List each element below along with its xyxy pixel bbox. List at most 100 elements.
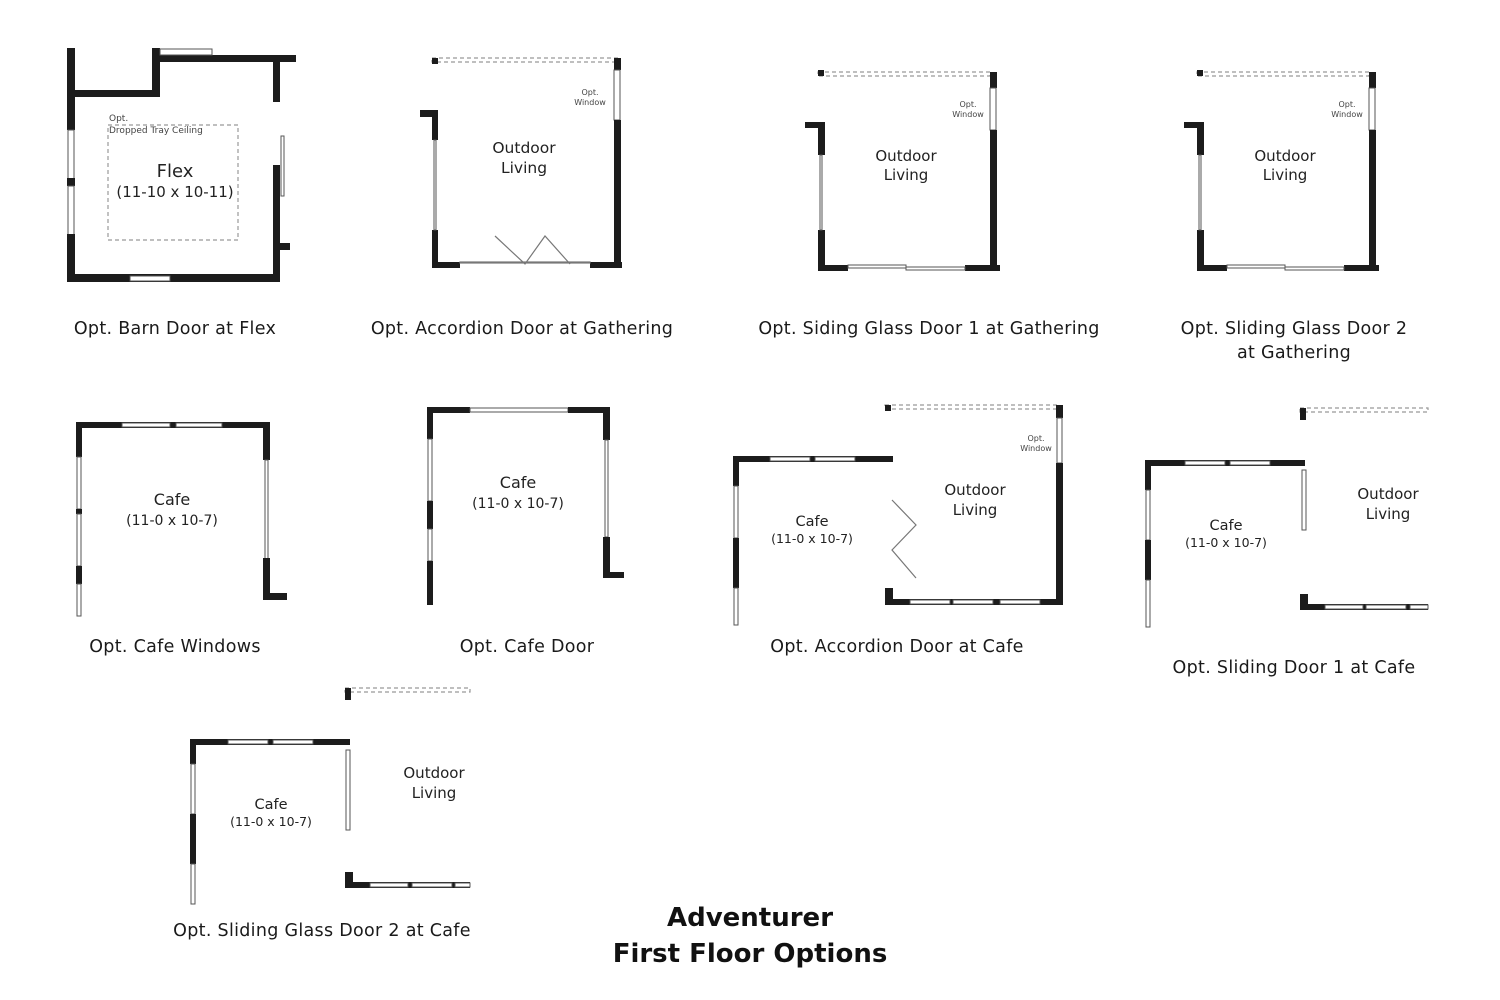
plan-accordion-cafe: Opt. Window Cafe (11-0 x 10-7) Outdoor L… [770,434,1052,657]
wall [190,739,196,764]
wall [1056,463,1063,605]
wall [1145,460,1151,490]
optional-area-outline [1196,71,1370,77]
tray-ceiling-outline [107,124,239,241]
wall [733,456,893,462]
window [1409,604,1429,610]
window [1324,604,1364,610]
plan-barn-door-flex: Opt. Dropped Tray Ceiling Flex (11-10 x … [74,114,276,339]
wall [345,688,351,700]
room-dims: (11-10 x 10-11) [116,183,233,201]
plan-sliding-2-gathering: Opt. Window Outdoor Living Opt. Sliding … [1181,100,1407,363]
room-dims: (11-0 x 10-7) [771,531,853,546]
wall [805,122,825,128]
window [454,882,471,888]
wall [1300,408,1306,420]
room-name: Flex [157,161,194,182]
wall [614,58,621,70]
window [1365,604,1407,610]
window [280,135,285,197]
wall [990,72,997,88]
wall [1300,604,1428,610]
door-track [459,261,591,264]
wall [1369,72,1376,88]
window [1368,87,1376,131]
window [433,139,437,231]
window [847,264,907,269]
wall [885,588,893,605]
wall [263,593,287,600]
wall [1300,594,1308,610]
window [175,422,223,428]
wall [67,274,280,282]
window [227,739,269,745]
wall [190,814,196,864]
option-label: Opt. Sliding Door 1 at Cafe [1173,658,1416,678]
wall [590,262,622,268]
wall [603,572,624,578]
window [604,439,609,538]
window [952,599,994,605]
room-name-2: Living [1263,166,1308,184]
window [1226,264,1286,269]
room-name: Cafe [795,514,828,530]
window [814,456,856,462]
window [121,422,171,428]
window-note: Window [1331,110,1363,119]
wall [190,739,350,745]
wall [965,265,1000,271]
wall [427,407,433,439]
window [905,266,966,271]
plan-sliding-1-gathering: Opt. Window Outdoor Living Opt. Siding G… [758,100,1099,339]
wall [1197,122,1204,155]
wall [263,422,270,460]
wall [67,234,75,282]
window [345,749,351,831]
wall [1197,230,1204,271]
wall [432,262,460,268]
window-note: Window [1020,444,1052,453]
accordion-door [891,499,917,579]
wall [280,243,290,250]
wall [1184,122,1204,128]
window [190,763,196,815]
plan-sliding-1-cafe: Cafe (11-0 x 10-7) Outdoor Living Opt. S… [1173,485,1420,678]
optional-area-outline [431,57,621,63]
option-label: Opt. Siding Glass Door 1 at Gathering [758,319,1099,339]
room-name-1: Outdoor [1357,485,1419,503]
window-note-opt: Opt. [1338,100,1355,109]
window [1198,154,1202,231]
window [427,438,433,502]
window [190,863,196,905]
room-name-2: Living [884,166,929,184]
window [1184,460,1226,466]
plan-accordion-gathering: Opt. Window Outdoor Living Opt. Accordio… [371,88,673,339]
window [1284,266,1345,271]
room-name-1: Outdoor [492,139,556,157]
wall [1056,405,1063,418]
wall [885,405,891,411]
room-name-1: Outdoor [944,481,1006,499]
room-name: Cafe [254,797,287,813]
tray-note: Dropped Tray Ceiling [109,126,203,136]
wall [67,178,75,186]
wall [818,230,825,271]
wall [818,70,824,76]
optional-area-outline [817,71,991,77]
wall [67,48,75,130]
window [999,599,1041,605]
wall [818,122,825,155]
sheet-title-line2: First Floor Options [613,939,888,969]
option-label: Opt. Sliding Glass Door 2 at Cafe [173,921,471,941]
window [264,459,269,561]
room-name: Cafe [1209,518,1242,534]
window-note: Window [574,98,606,107]
plan-geometry [67,48,1429,905]
window [67,129,75,181]
window [769,456,811,462]
window [1301,469,1307,531]
option-label: Opt. Accordion Door at Cafe [770,637,1023,657]
window [1145,579,1151,628]
optional-area-outline [344,687,471,693]
